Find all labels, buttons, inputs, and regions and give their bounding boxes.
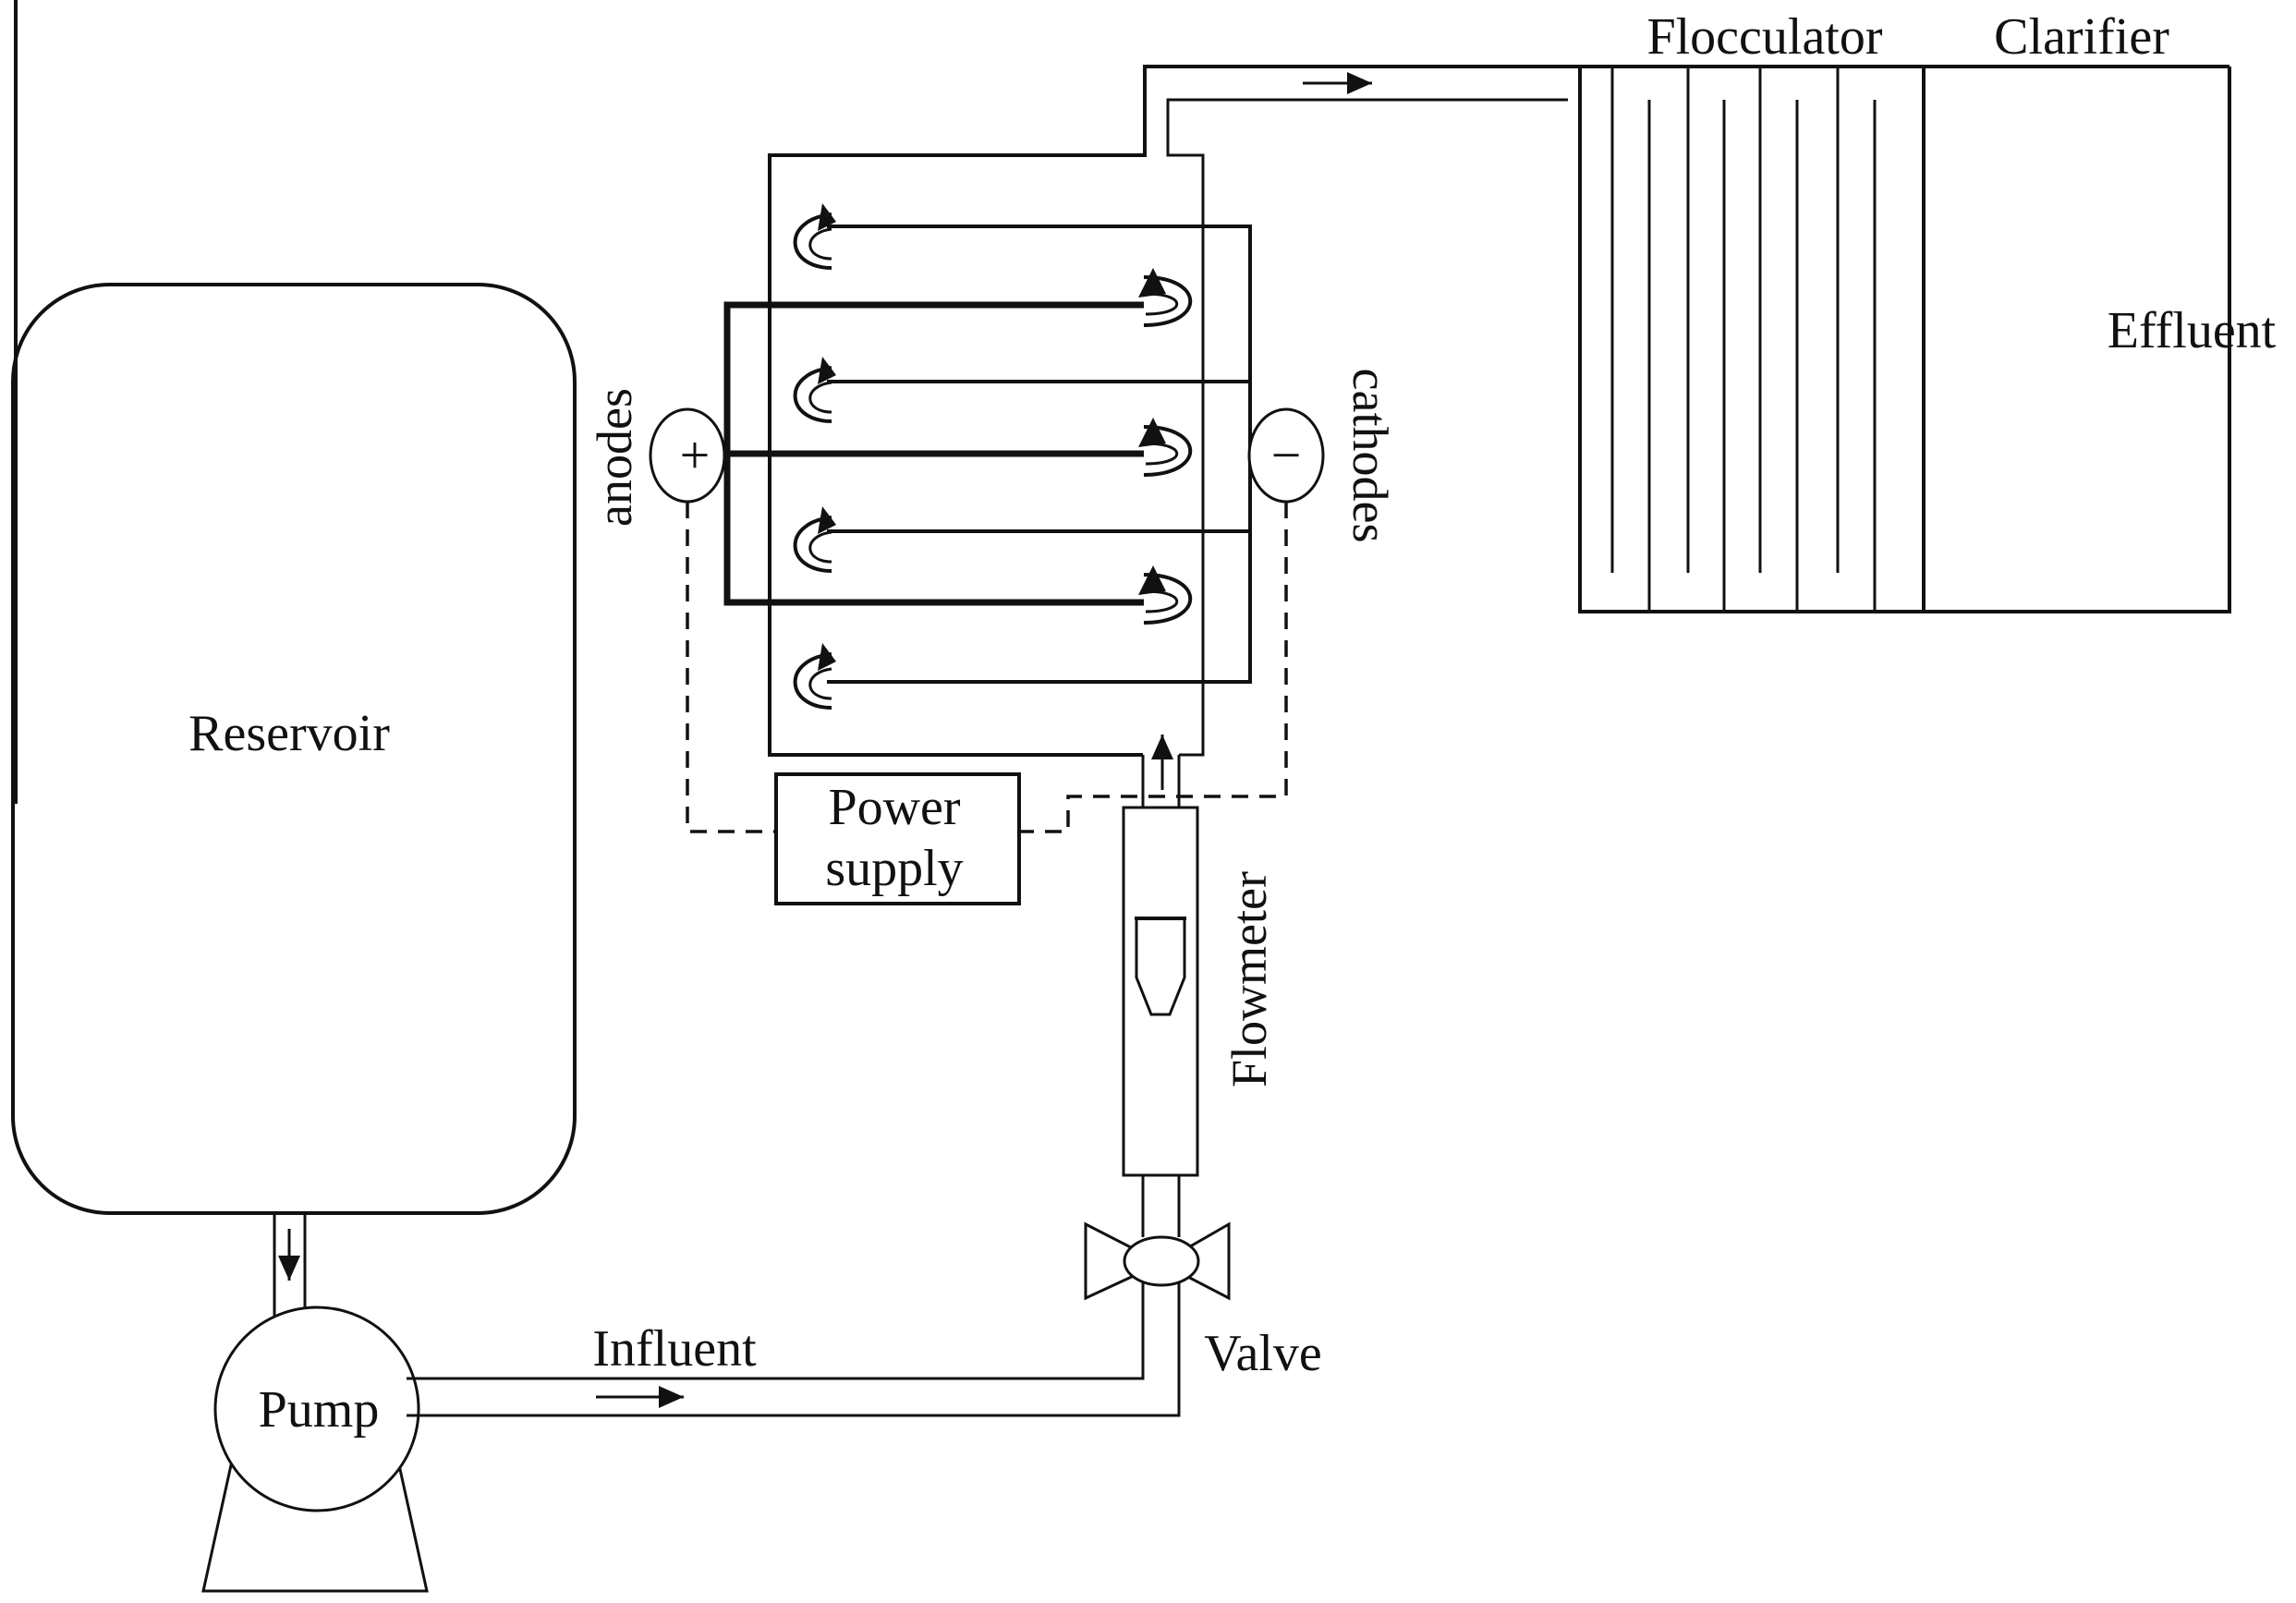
- reservoir-label: Reservoir: [188, 705, 390, 762]
- cathode-power-wire: [1019, 502, 1288, 833]
- flow-curve-left-4: [793, 643, 836, 710]
- reactor-vessel: [768, 65, 2231, 757]
- flow-curve-right-2: [1138, 418, 1193, 477]
- influent-pipe-lower: [407, 1260, 1181, 1417]
- flow-curve-left-2: [793, 357, 836, 423]
- reservoir-tank: [11, 283, 577, 1215]
- power-supply-label-line1: Power: [828, 779, 960, 836]
- flow-curve-left-1: [793, 203, 836, 270]
- valve-label: Valve: [1204, 1325, 1322, 1382]
- reactor-outlet-inner: [1166, 98, 1568, 757]
- pump-body: [213, 1305, 420, 1512]
- flow-curve-right-3: [1138, 565, 1193, 625]
- influent-label: Influent: [592, 1320, 757, 1378]
- anode-symbol: +: [680, 425, 711, 485]
- flow-curve-right-1: [1138, 268, 1193, 327]
- effluent-label: Effluent: [2108, 302, 2277, 359]
- anodes-label: anodes: [587, 388, 642, 527]
- cathodes-label: cathodes: [1342, 369, 1398, 543]
- valve-handle: [1123, 1235, 1200, 1287]
- flowmeter-float: [1135, 917, 1186, 1016]
- flowmeter-label: Flowmeter: [1221, 871, 1277, 1087]
- flocculator-label: Flocculator: [1646, 8, 1882, 66]
- influent-pipe-upper: [407, 1260, 1145, 1380]
- flow-curve-left-3: [793, 506, 836, 573]
- power-supply-label-line2: supply: [825, 840, 963, 897]
- power-supply-box: [774, 772, 1021, 905]
- cathode-symbol: −: [1271, 425, 1302, 485]
- clarifier-label: Clarifier: [1994, 8, 2169, 66]
- pump-label: Pump: [259, 1381, 380, 1439]
- flowmeter-tube: [1122, 806, 1199, 1177]
- anode-power-wire: [686, 502, 776, 833]
